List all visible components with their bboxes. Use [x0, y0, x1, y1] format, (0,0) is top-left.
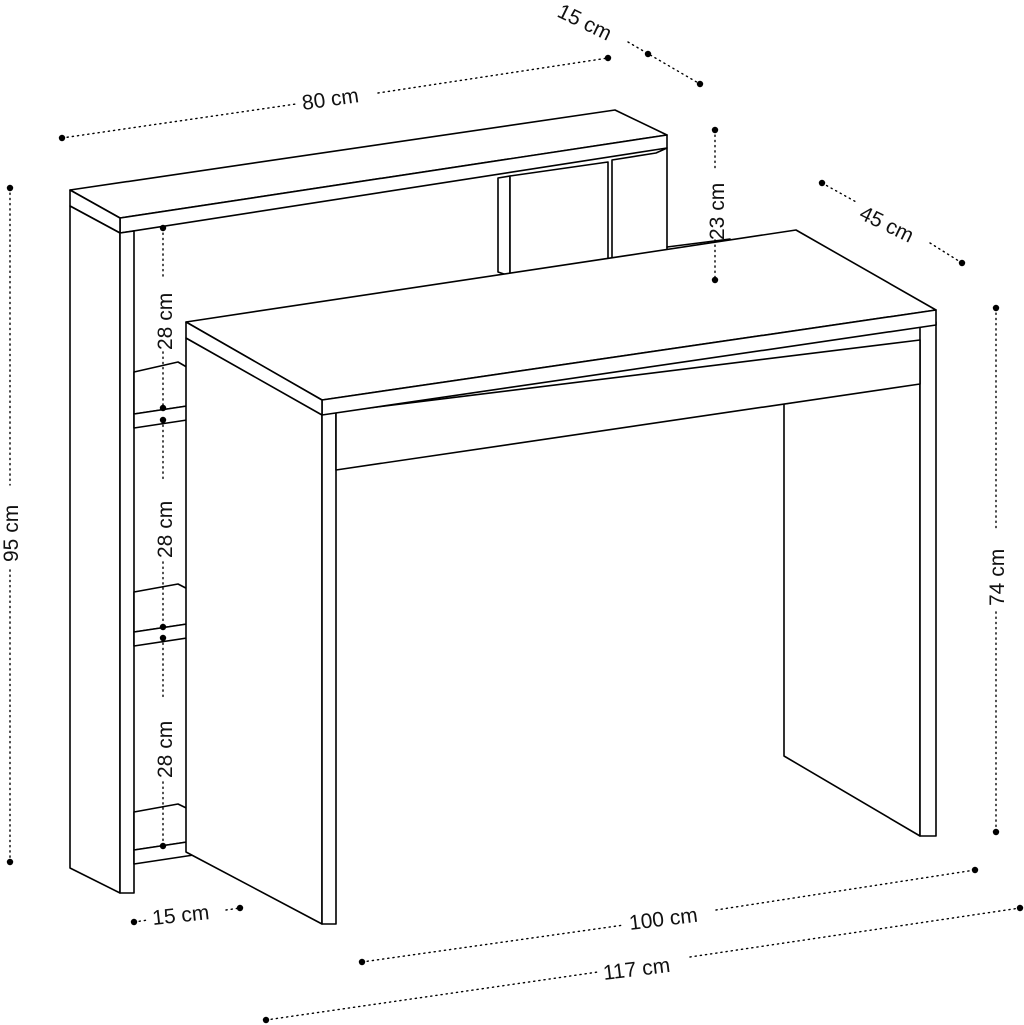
dim-dot [159, 224, 167, 232]
dim-dot [159, 623, 167, 631]
dim-dot [604, 54, 612, 62]
label-hutch-depth: 15 cm [554, 0, 615, 46]
dim-dot [236, 904, 244, 912]
label-hutch-width: 80 cm [300, 84, 360, 115]
dim-dot [159, 634, 167, 642]
hutch-divider-face [509, 161, 609, 277]
dim-line-desk-depth [821, 182, 859, 204]
label-desk-width: 100 cm [628, 904, 699, 935]
dim-line-desk-width [361, 924, 625, 963]
dimension-lines [6, 41, 1024, 1024]
dim-dot [1016, 904, 1024, 912]
tower-front-edge [119, 230, 135, 894]
dim-dot [159, 404, 167, 412]
dim-dot [696, 80, 704, 88]
dim-dot [6, 858, 14, 866]
desk-right-leg-inner [783, 381, 921, 837]
dim-line-total-width [265, 971, 599, 1021]
desk-top-side [185, 321, 323, 416]
desk-left-leg-edge [321, 411, 337, 925]
dim-dot [958, 259, 966, 267]
desk-left-leg [185, 337, 323, 925]
dim-dot [159, 416, 167, 424]
label-shelf-gap-top: 28 cm [154, 293, 177, 350]
dim-dot [818, 179, 826, 187]
dim-dot [159, 842, 167, 850]
dim-dot [58, 134, 66, 142]
dim-line-desk-depth-2 [929, 242, 963, 264]
tower-side-panel [69, 205, 121, 894]
label-total-width: 117 cm [602, 954, 672, 985]
label-shelf-depth: 15 cm [151, 901, 210, 930]
label-shelf-gap-bottom: 28 cm [154, 721, 177, 778]
dim-dot [6, 184, 14, 192]
dim-dot [130, 918, 138, 926]
dim-dot [971, 866, 979, 874]
label-shelf-gap-middle: 28 cm [154, 501, 177, 558]
dim-line-total-width-2 [689, 907, 1021, 958]
dim-dot [992, 304, 1000, 312]
dim-line-hutch-width-2 [377, 57, 609, 94]
dim-dot [711, 126, 719, 134]
dim-line-hutch-width [61, 103, 297, 139]
hutch-divider [497, 175, 511, 277]
label-desk-height: 74 cm [986, 549, 1009, 606]
desk-right-leg-edge [919, 321, 937, 837]
dim-line-desk-width-2 [715, 869, 976, 911]
desk-apron [335, 339, 921, 471]
label-total-height: 95 cm [0, 505, 23, 562]
desk-drawing [69, 109, 937, 925]
dim-dot [262, 1016, 270, 1024]
dim-dot [992, 828, 1000, 836]
hutch-back-line [666, 238, 731, 248]
dim-line-shelf-depth [133, 919, 149, 923]
dim-dot [358, 958, 366, 966]
label-hutch-height: 23 cm [706, 183, 729, 240]
dim-dot [644, 50, 652, 58]
label-desk-depth: 45 cm [856, 202, 917, 248]
dim-dot [711, 276, 719, 284]
dim-line-hutch-depth [627, 41, 701, 85]
